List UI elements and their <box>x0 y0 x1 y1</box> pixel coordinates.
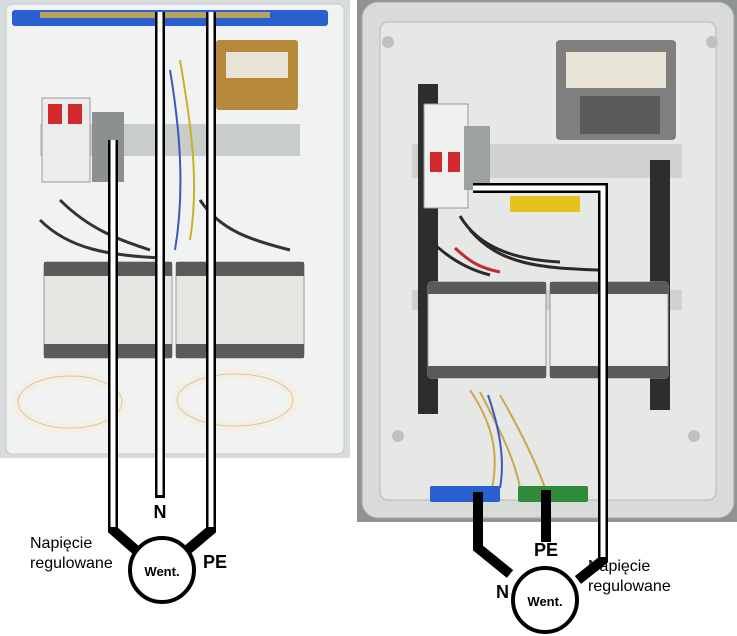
protective-earth-label: PE <box>203 552 227 572</box>
controller-module-right <box>175 261 305 359</box>
fan-label: Went. <box>144 564 179 579</box>
right-wiring-overlay <box>473 183 608 584</box>
regulated-voltage-label-line2: regulowane <box>30 555 113 572</box>
left-wiring-overlay <box>108 12 216 556</box>
protective-earth-label: PE <box>534 540 558 560</box>
terminal-block-grey <box>464 126 490 190</box>
terminal-block-green <box>518 486 588 502</box>
terminal-block-blue <box>430 486 500 502</box>
right-fan-diagram: Went. PE N Napięcie regulowane <box>496 540 671 634</box>
regulated-voltage-label-line1: Napięcie <box>588 558 650 575</box>
regulated-voltage-label-line2: regulowane <box>588 578 671 595</box>
terminal-block-yellow <box>510 196 580 212</box>
regulated-voltage-label-line1: Napięcie <box>30 535 92 552</box>
left-fan-diagram: Went. N PE Napięcie regulowane <box>30 502 227 604</box>
neutral-label: N <box>154 502 167 522</box>
left-enclosure-photo <box>0 0 350 458</box>
fan-symbol <box>128 536 196 604</box>
right-enclosure-photo <box>357 0 737 522</box>
controller-module-left <box>427 281 547 379</box>
neutral-label: N <box>496 582 509 602</box>
controller-module-right <box>549 281 669 379</box>
fan-symbol <box>511 566 579 634</box>
fan-label: Went. <box>527 594 562 609</box>
